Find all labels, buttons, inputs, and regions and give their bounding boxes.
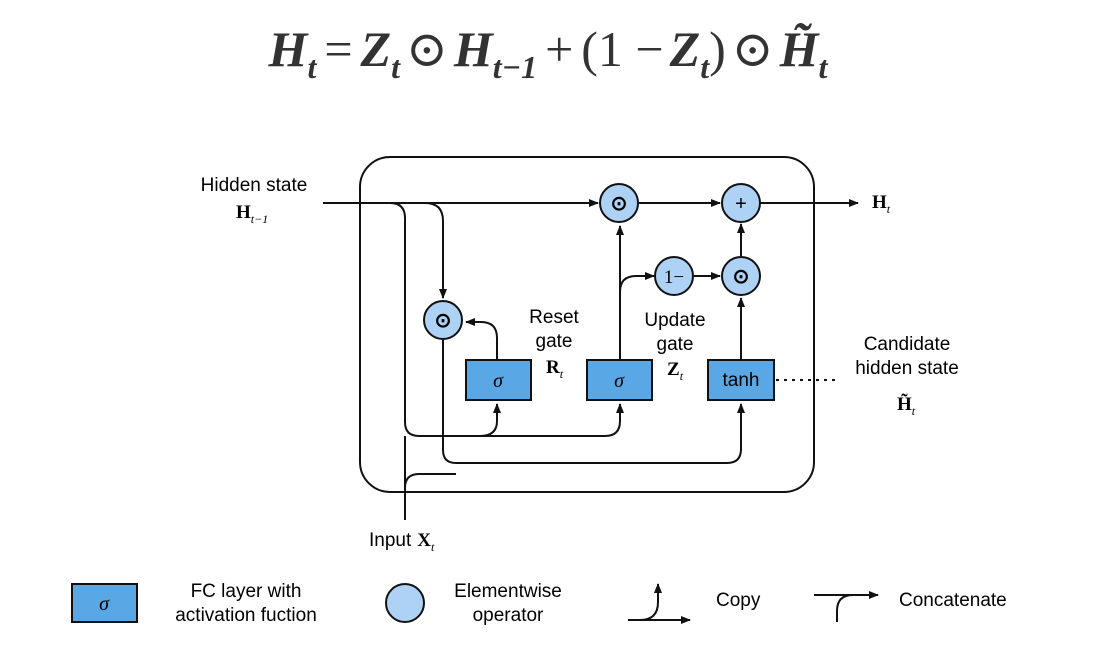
wire-reset-odot-to-tanh: [442, 340, 745, 464]
equation: Ht=Zt⊙Ht−1+(1 −Zt)⊙H̃t: [268, 21, 829, 85]
tanh-label: tanh: [723, 370, 760, 391]
operator-one-minus: 1−: [654, 256, 694, 296]
gru-cell-frame: [359, 156, 815, 493]
eq-z2: Z: [669, 21, 701, 77]
operator-plus: +: [721, 183, 761, 223]
eq-equals: =: [324, 21, 352, 77]
legend-copy-icon: [628, 583, 691, 624]
wire-hprev-to-concat-1: [389, 202, 624, 437]
one-minus-symbol: 1−: [664, 267, 684, 288]
h-out-label: Ht: [872, 192, 891, 216]
legend-concat-icon: [814, 591, 879, 622]
eq-htilde: H̃: [779, 21, 821, 77]
eq-plus: +: [545, 21, 573, 77]
legend-elem-line1: Elementwise: [454, 581, 562, 602]
update-gate-label-line1: Update: [644, 310, 705, 331]
wire-update-to-one-minus: [619, 272, 655, 300]
eq-odot1: ⊙: [406, 21, 448, 77]
wire-concat-to-reset: [479, 403, 501, 437]
tanh-box: tanh: [707, 359, 775, 401]
eq-hprev: H: [453, 21, 495, 77]
legend-elem-line2: operator: [473, 605, 544, 626]
legend-fc-line1: FC layer with: [191, 581, 302, 602]
operator-odot-top: ⊙: [599, 183, 639, 223]
odot-reset-symbol: ⊙: [435, 310, 452, 332]
eq-lhs-sub: t: [307, 49, 317, 85]
wire-input-x-to-tanh: [404, 473, 456, 490]
reset-gate-label-line1: Reset: [529, 307, 579, 328]
eq-htilde-sub: t: [819, 49, 829, 85]
eq-lhs: H: [268, 21, 310, 77]
eq-z1: Z: [360, 21, 392, 77]
wire-reset-sigma-to-odot: [465, 318, 498, 360]
odot-top-symbol: ⊙: [611, 193, 628, 215]
z-label: Zt: [667, 359, 684, 383]
update-gate-label-line2: gate: [657, 334, 694, 355]
legend-fc-line2: activation fuction: [175, 605, 317, 626]
eq-odot2: ⊙: [732, 21, 774, 77]
operator-odot-mid: ⊙: [721, 256, 761, 296]
eq-z1-sub: t: [391, 49, 401, 85]
plus-symbol: +: [735, 193, 747, 215]
candidate-label-line2: hidden state: [855, 358, 959, 379]
legend-copy-label: Copy: [716, 590, 761, 611]
operator-odot-reset: ⊙: [423, 300, 463, 340]
legend-elementwise-circle: [385, 583, 425, 623]
r-label: Rt: [546, 357, 564, 381]
wires: [323, 199, 859, 520]
update-sigma: σ: [614, 370, 625, 392]
reset-sigma: σ: [493, 370, 504, 392]
legend: σ FC layer with activation fuction Eleme…: [71, 581, 1007, 626]
legend-fc-box: σ: [71, 583, 138, 623]
update-gate-box: σ: [586, 359, 653, 401]
hidden-state-label: Hidden state: [201, 175, 308, 196]
eq-z2-sub: t: [700, 49, 710, 85]
eq-rparen: ): [709, 21, 726, 77]
h-prev-label: Ht−1: [236, 202, 268, 226]
odot-mid-symbol: ⊙: [733, 266, 750, 288]
wire-hprev-to-reset-odot: [424, 202, 447, 299]
legend-concat-label: Concatenate: [899, 590, 1007, 611]
candidate-label-line1: Candidate: [864, 334, 951, 355]
h-cand-label: H̃t: [897, 394, 916, 418]
legend-fc-sigma: σ: [99, 593, 110, 615]
eq-hprev-sub: t−1: [493, 49, 537, 85]
eq-lparen: (1 −: [581, 21, 663, 77]
reset-gate-box: σ: [465, 359, 532, 401]
reset-gate-label-line2: gate: [536, 331, 573, 352]
